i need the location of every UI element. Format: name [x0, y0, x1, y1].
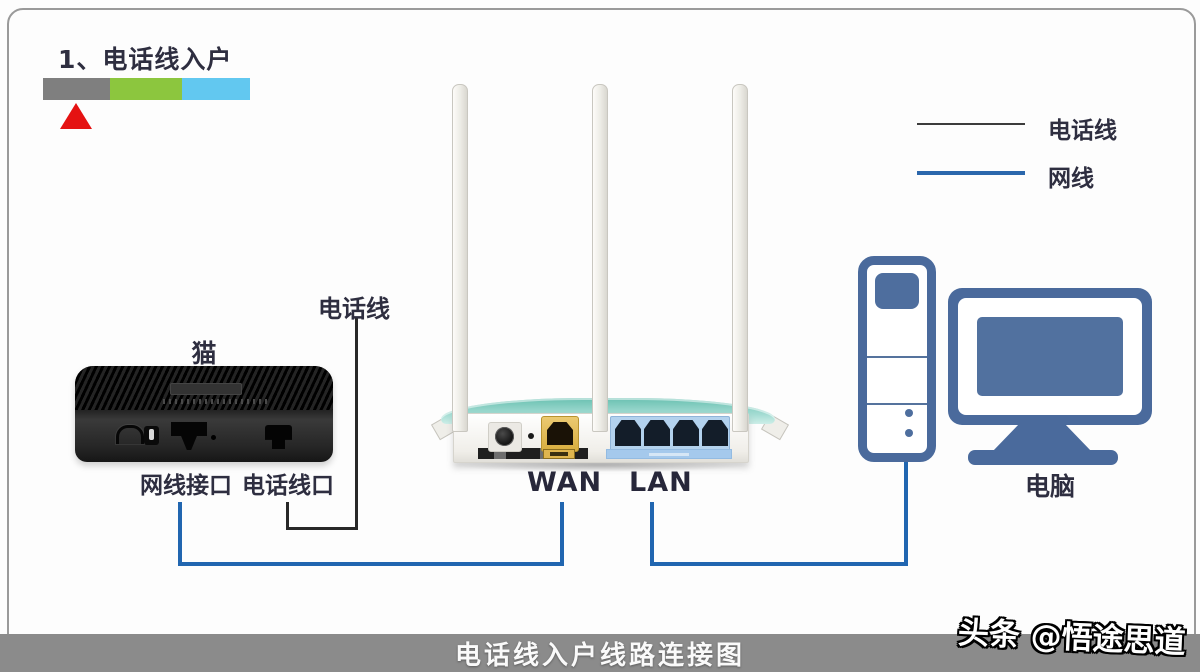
router-power-connector — [488, 422, 522, 452]
network-line-modem-vertical — [178, 502, 182, 566]
footer-bar: 电话线入户线路连接图 — [0, 634, 1200, 672]
modem-phone-port — [265, 425, 292, 449]
router-antenna-left — [452, 84, 468, 432]
router-lan-panel — [610, 416, 730, 451]
computer-label: 电脑 — [1024, 472, 1075, 501]
legend-phone-line-label: 电话线 — [1048, 118, 1117, 144]
network-line-pc-horizontal — [650, 562, 908, 566]
router-lan-port-4 — [702, 420, 728, 446]
modem-label: 猫 — [191, 339, 217, 368]
wan-port-label: WAN — [527, 467, 603, 498]
frame-border — [7, 8, 1196, 672]
tower-divider-line — [867, 356, 927, 358]
computer-tower — [858, 256, 936, 462]
router-lan-port-1 — [615, 420, 641, 446]
phone-line-vertical-to-modem — [286, 502, 289, 530]
phone-line-label: 电话线 — [318, 295, 390, 323]
tower-button-dot — [905, 409, 913, 417]
router-reset-hole — [528, 433, 534, 439]
progress-segment-current — [43, 78, 110, 100]
network-line-lan-vertical — [650, 502, 654, 566]
router-wan-port-opening — [547, 422, 573, 445]
phone-line-horizontal — [286, 527, 358, 530]
legend-phone-line-sample — [917, 123, 1025, 125]
legend-network-line-sample — [917, 171, 1025, 175]
modem-device — [75, 366, 333, 462]
network-line-wan-vertical — [560, 502, 564, 566]
network-line-modem-horizontal — [178, 562, 564, 566]
modem-power-pin — [149, 429, 154, 440]
router-label-strip-right — [570, 448, 588, 459]
tower-drive-bay — [875, 273, 919, 309]
computer-monitor — [948, 288, 1152, 425]
monitor-base — [968, 450, 1118, 465]
tower-divider-line — [867, 403, 927, 405]
modem-phone-port-label: 电话线口 — [242, 473, 334, 499]
lan-port-label: LAN — [629, 467, 693, 498]
network-line-pc-vertical — [904, 456, 908, 566]
tower-button-dot — [905, 429, 913, 437]
router-antenna-middle — [592, 84, 608, 432]
modem-ethernet-port-label: 网线接口 — [140, 473, 232, 499]
modem-vent-dots — [163, 399, 271, 404]
modem-antenna-port-icon — [116, 425, 144, 444]
legend-network-line-label: 网线 — [1048, 166, 1094, 192]
router-wan-tag — [543, 449, 575, 459]
modem-reset-hole — [211, 435, 216, 440]
router-power-socket-icon — [495, 427, 514, 446]
router-antenna-right — [732, 84, 748, 432]
step-marker-triangle-icon — [60, 103, 92, 129]
progress-segment-next — [110, 78, 182, 100]
monitor-screen — [977, 317, 1123, 396]
router-lan-strip — [606, 449, 732, 459]
step-title: 1、电话线入户 — [58, 45, 233, 74]
modem-ethernet-port — [171, 422, 207, 450]
router-lan-port-3 — [673, 420, 699, 446]
modem-logo-plate — [170, 383, 242, 395]
monitor-bezel — [958, 298, 1142, 415]
router-label-strip — [478, 448, 586, 459]
footer-title: 电话线入户线路连接图 — [454, 640, 745, 671]
router-wan-port — [541, 416, 579, 452]
modem-power-port — [144, 426, 159, 445]
phone-line-vertical-from-wall — [355, 318, 358, 530]
progress-bar — [43, 78, 250, 100]
progress-segment-last — [182, 78, 250, 100]
router-lan-port-2 — [644, 420, 670, 446]
